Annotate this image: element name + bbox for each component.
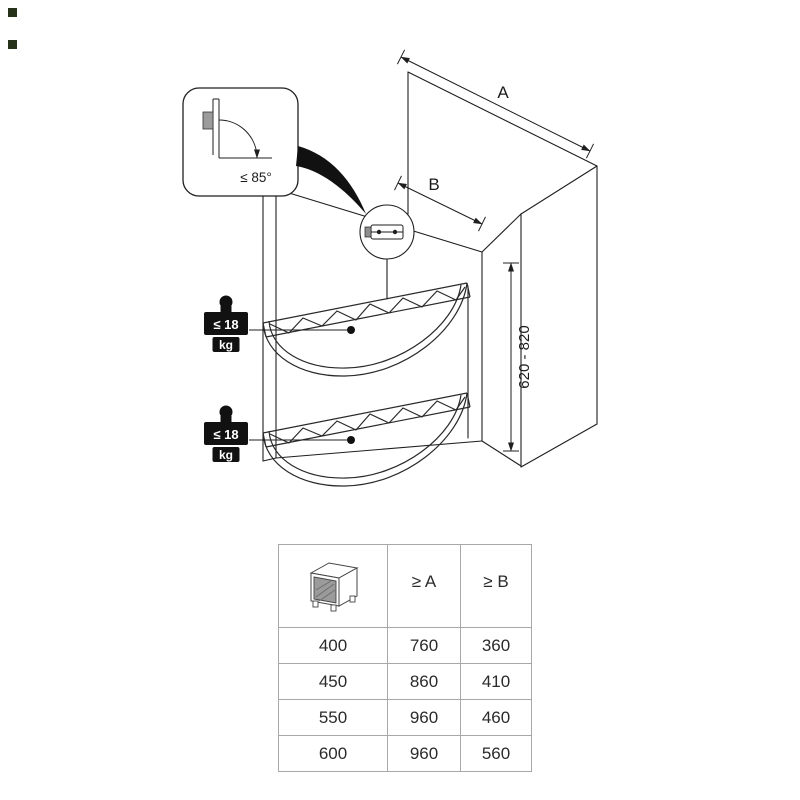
cabinet-width-value: 550: [278, 699, 388, 736]
col-header-min-a: ≥ A: [387, 544, 461, 628]
corner-cabinet-icon: [309, 561, 359, 611]
min-a-value: 960: [387, 699, 461, 736]
dimension-height: 620 - 820: [503, 262, 533, 452]
door-angle-inset: ≤ 85°: [182, 87, 299, 197]
cabinet-icon-cell: [278, 544, 388, 628]
table-row: 450 860 410: [278, 663, 532, 700]
dimension-table: ≥ A ≥ B 400 760 360 450 860 410 550 960 …: [278, 544, 532, 772]
min-b-value: 410: [460, 663, 532, 700]
cabinet-width-value: 450: [278, 663, 388, 700]
dimension-a-label: A: [497, 83, 509, 102]
table-row: 600 960 560: [278, 735, 532, 772]
cabinet-width-value: 400: [278, 627, 388, 664]
hinge-icon: [364, 224, 404, 240]
hinge-angle-label: ≤ 85°: [240, 170, 272, 185]
min-b-value: 360: [460, 627, 532, 664]
min-a-value: 960: [387, 735, 461, 772]
leader-lines: [249, 326, 355, 444]
scan-artifact: [8, 8, 17, 17]
lower-weight-limit-icon: [204, 405, 248, 462]
min-a-value: 860: [387, 663, 461, 700]
dimension-b-label: B: [428, 175, 439, 194]
min-a-value: 760: [387, 627, 461, 664]
table-row: 400 760 360: [278, 627, 532, 664]
min-b-value: 560: [460, 735, 532, 772]
hinge-detail-circle: [359, 204, 415, 260]
col-header-min-b: ≥ B: [460, 544, 532, 628]
dimension-b: B: [394, 175, 486, 232]
callout-swoosh: [296, 146, 366, 214]
table-row: 550 960 460: [278, 699, 532, 736]
dimension-a: A: [396, 49, 595, 159]
table-header-row: ≥ A ≥ B: [278, 544, 532, 628]
upper-weight-limit-icon: [204, 295, 248, 352]
min-b-value: 460: [460, 699, 532, 736]
height-range-label: 620 - 820: [516, 325, 533, 388]
scan-artifact: [8, 40, 17, 49]
open-door-icon: [202, 98, 220, 158]
cabinet-width-value: 600: [278, 735, 388, 772]
